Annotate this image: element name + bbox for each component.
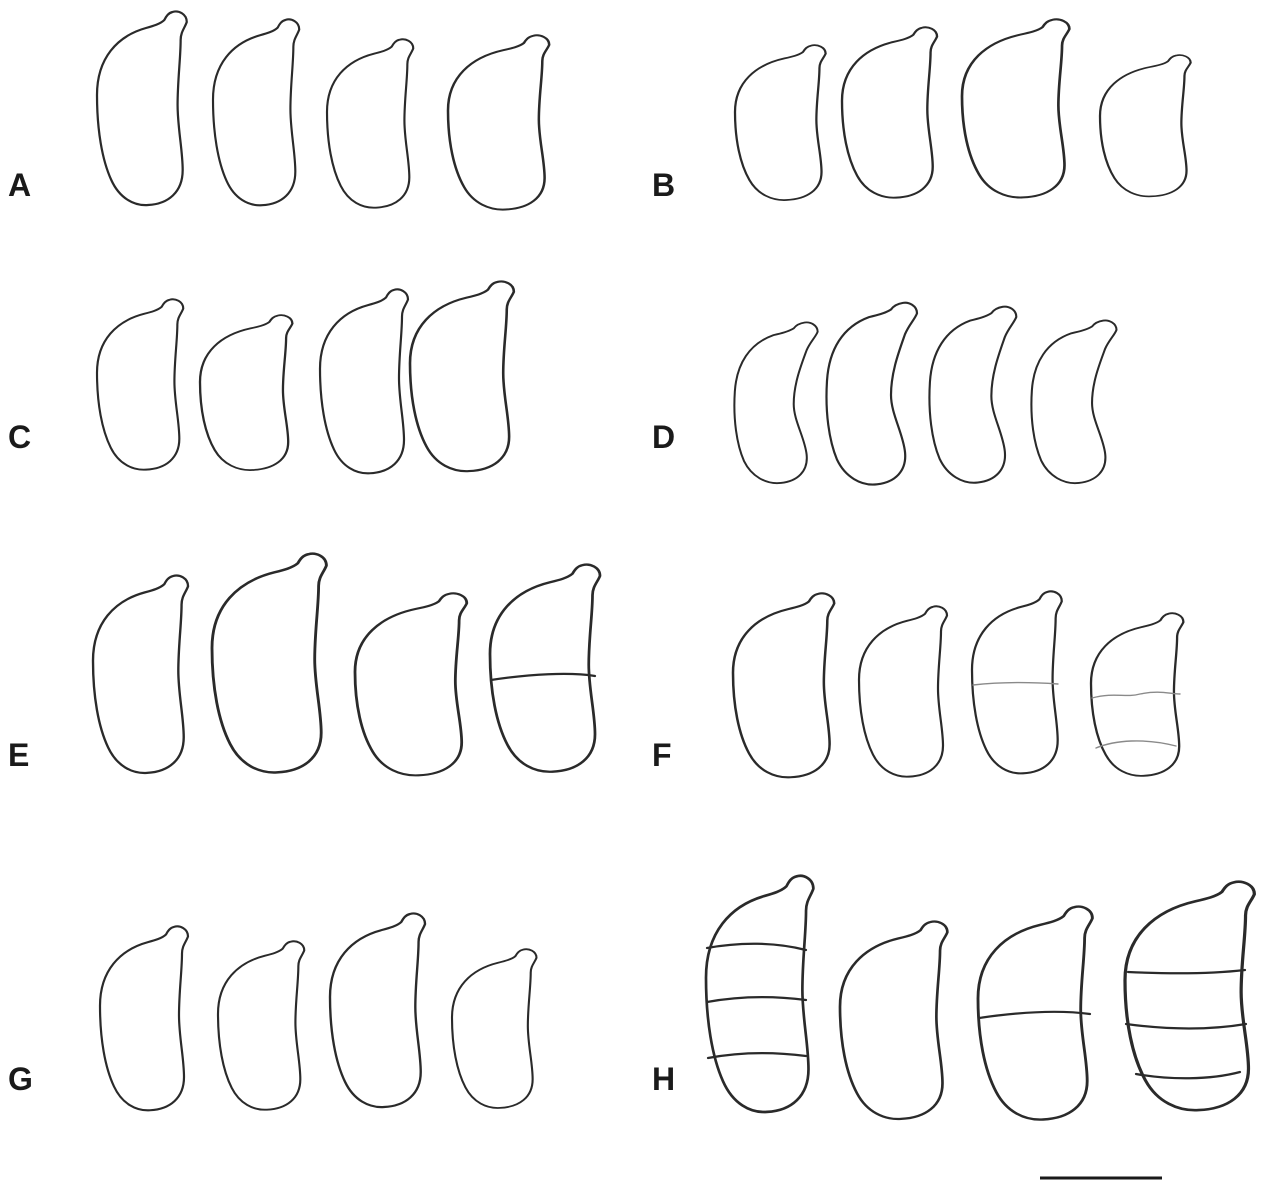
spore-h2 bbox=[840, 922, 947, 1119]
panel-d: D bbox=[652, 303, 1116, 485]
panel-label-g: G bbox=[8, 1061, 33, 1097]
spore-d1 bbox=[734, 322, 817, 483]
spore-a1 bbox=[97, 11, 187, 205]
panel-label-a: A bbox=[8, 167, 31, 203]
panel-label-e: E bbox=[8, 737, 29, 773]
septum-line bbox=[1126, 1024, 1246, 1029]
septum-line bbox=[707, 944, 806, 950]
spore-f3 bbox=[972, 591, 1062, 773]
panel-label-f: F bbox=[652, 737, 672, 773]
panel-f: F bbox=[652, 591, 1183, 777]
panel-label-c: C bbox=[8, 419, 31, 455]
spore-a4 bbox=[448, 35, 549, 209]
spore-c4 bbox=[410, 281, 514, 471]
panel-label-b: B bbox=[652, 167, 675, 203]
spore-b1 bbox=[735, 45, 826, 200]
spore-c3 bbox=[320, 289, 408, 473]
panel-a: A bbox=[8, 11, 549, 209]
spore-h3 bbox=[978, 907, 1092, 1120]
spore-e4 bbox=[490, 565, 600, 772]
panel-g: G bbox=[8, 913, 536, 1110]
septum-line bbox=[973, 683, 1058, 685]
panel-b: B bbox=[652, 19, 1191, 203]
septum-line bbox=[1128, 970, 1245, 973]
spore-b3 bbox=[962, 19, 1069, 197]
panel-h: H bbox=[652, 876, 1254, 1120]
panel-c: C bbox=[8, 281, 514, 473]
spore-f2 bbox=[859, 606, 947, 776]
septum-line bbox=[491, 674, 595, 680]
spore-d4 bbox=[1031, 320, 1116, 483]
spore-a2 bbox=[213, 19, 299, 205]
spore-d2 bbox=[826, 303, 917, 485]
spore-c2 bbox=[200, 315, 292, 470]
spore-e3 bbox=[355, 593, 467, 775]
panel-e: E bbox=[8, 554, 600, 776]
septum-line bbox=[1096, 741, 1176, 748]
septum-line bbox=[708, 1053, 806, 1058]
spore-g4 bbox=[452, 949, 536, 1108]
spore-g1 bbox=[100, 926, 188, 1110]
spore-a3 bbox=[327, 39, 413, 207]
spore-g2 bbox=[218, 941, 304, 1109]
spore-g3 bbox=[330, 913, 425, 1107]
spore-d3 bbox=[929, 307, 1016, 483]
spore-b2 bbox=[842, 27, 937, 197]
panel-label-h: H bbox=[652, 1061, 675, 1097]
spore-c1 bbox=[97, 299, 183, 469]
spore-e1 bbox=[93, 576, 188, 773]
septum-line bbox=[1136, 1072, 1240, 1078]
spore-h4 bbox=[1125, 882, 1254, 1110]
spore-f1 bbox=[733, 593, 834, 777]
septum-line bbox=[707, 997, 806, 1002]
panel-label-d: D bbox=[652, 419, 675, 455]
spore-h1 bbox=[706, 876, 813, 1112]
spore-f4 bbox=[1091, 613, 1183, 776]
septum-line bbox=[979, 1012, 1090, 1018]
septum-line bbox=[1092, 692, 1180, 698]
spore-b4 bbox=[1100, 55, 1191, 196]
spore-e2 bbox=[212, 554, 326, 773]
